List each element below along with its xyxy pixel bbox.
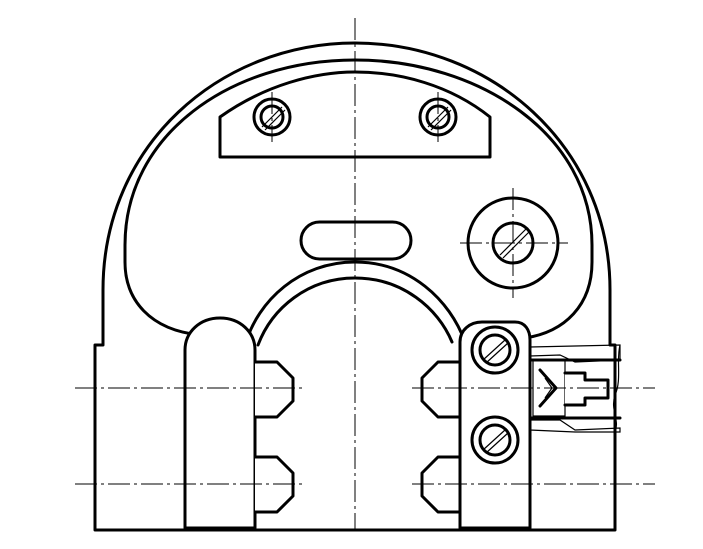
left-anvil-upper (253, 360, 295, 419)
right-block-screw-lower (470, 415, 520, 465)
outer-body-outline (93, 41, 617, 532)
left-clamp-block (183, 316, 257, 530)
section-detail (528, 344, 622, 433)
elongated-slot (299, 220, 413, 261)
right-anvil-upper (420, 360, 462, 419)
right-block-screw-upper (470, 325, 520, 375)
